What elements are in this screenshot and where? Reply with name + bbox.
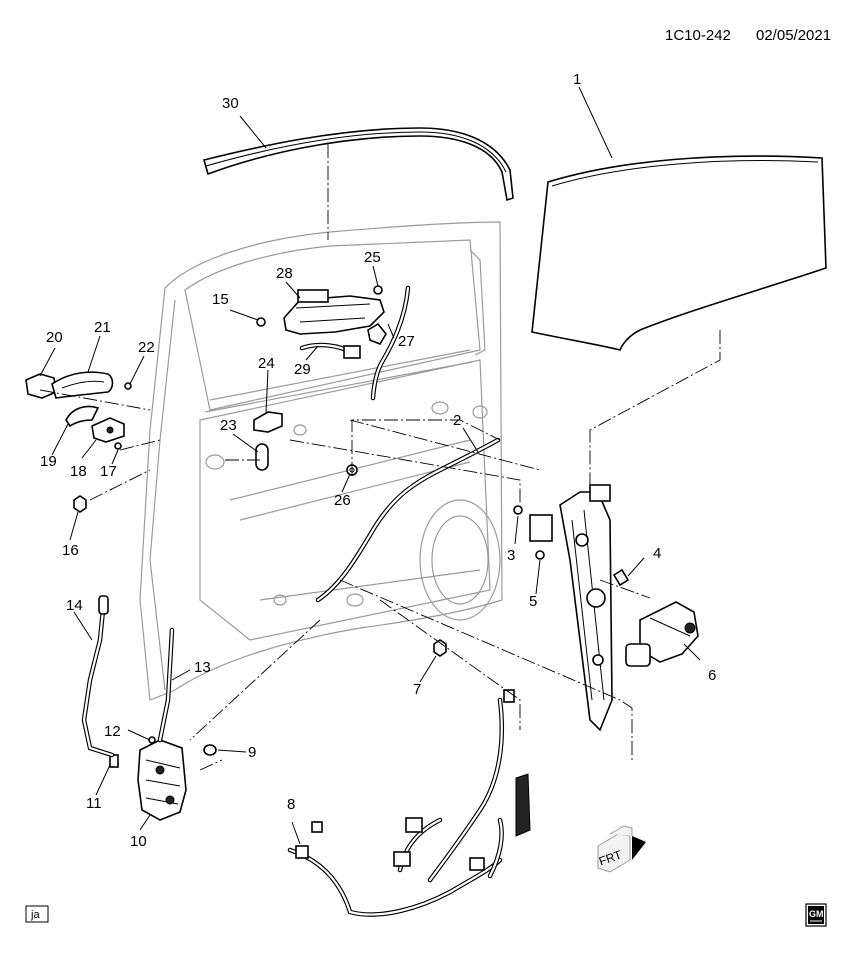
callout-23: 23	[220, 417, 237, 434]
part-15-screw	[256, 317, 266, 327]
part-3-bolt	[513, 505, 523, 515]
callout-10: 10	[130, 833, 147, 850]
part-10-latch	[137, 739, 187, 821]
part-19-gasket	[65, 405, 100, 428]
part-21-outside-handle	[51, 371, 114, 399]
diagram-date: 02/05/2021	[756, 27, 831, 44]
callout-6: 6	[708, 667, 716, 684]
part-29-harness	[299, 342, 361, 359]
part-28-handle-frame	[283, 289, 387, 345]
part-5-bolt	[535, 550, 545, 560]
part-27-rod	[370, 285, 411, 401]
callout-19: 19	[40, 453, 57, 470]
callout-5: 5	[529, 593, 537, 610]
part-6-window-motor	[625, 601, 699, 667]
part-20-handle-cap	[25, 373, 57, 399]
part-22-screw	[124, 382, 132, 390]
callout-27: 27	[398, 333, 415, 350]
window-regulator	[529, 484, 613, 732]
leader-lines	[39, 86, 721, 845]
callout-9: 9	[248, 744, 256, 761]
callout-29: 29	[294, 361, 311, 378]
part-8-wiring-harness	[287, 689, 531, 917]
part-24-pad	[253, 411, 283, 433]
frt-arrow-icon	[632, 836, 646, 860]
part-13-rod	[157, 627, 175, 743]
part-9-grommet	[203, 744, 217, 756]
callout-14: 14	[66, 597, 83, 614]
part-25-fastener	[373, 285, 383, 295]
callout-11: 11	[86, 795, 102, 812]
callout-24: 24	[258, 355, 275, 372]
corner-tag: ja	[25, 905, 49, 923]
callout-3: 3	[507, 547, 515, 564]
door-inner-panel	[139, 221, 503, 701]
callout-18: 18	[70, 463, 87, 480]
callout-28: 28	[276, 265, 293, 282]
gm-logo: GM	[805, 903, 827, 927]
callout-30: 30	[222, 95, 239, 112]
part-17-screw	[114, 442, 122, 450]
corner-tag-text: ja	[30, 909, 40, 921]
part-18-bracket	[91, 417, 125, 443]
callout-7: 7	[413, 681, 421, 698]
callout-15: 15	[212, 291, 229, 308]
callout-8: 8	[287, 796, 295, 813]
callout-21: 21	[94, 319, 111, 336]
callout-17: 17	[100, 463, 117, 480]
gm-logo-text: GM	[809, 909, 824, 919]
part-14-cable	[81, 595, 115, 758]
part-23-plug	[255, 443, 269, 471]
callout-25: 25	[364, 249, 381, 266]
callout-labels: 1 2 3 4 5 6 7 8 9 10 11 12 13 14 15 16 1…	[40, 71, 716, 850]
callout-22: 22	[138, 339, 155, 356]
part-7-nut	[433, 639, 447, 657]
callout-20: 20	[46, 329, 63, 346]
callout-16: 16	[62, 542, 79, 559]
part-30-weatherstrip	[203, 127, 514, 202]
callout-26: 26	[334, 492, 351, 509]
part-1-window-glass	[531, 155, 827, 351]
part-4-clip	[612, 568, 630, 587]
callout-4: 4	[653, 545, 661, 562]
callout-13: 13	[194, 659, 211, 676]
part-16-grommet	[73, 495, 87, 513]
callout-12: 12	[104, 723, 121, 740]
diagram-code: 1C10-242	[665, 27, 731, 44]
callout-2: 2	[453, 412, 461, 429]
part-2-rod	[315, 437, 501, 603]
callout-1: 1	[573, 71, 581, 88]
front-direction-marker: FRT	[597, 825, 646, 873]
